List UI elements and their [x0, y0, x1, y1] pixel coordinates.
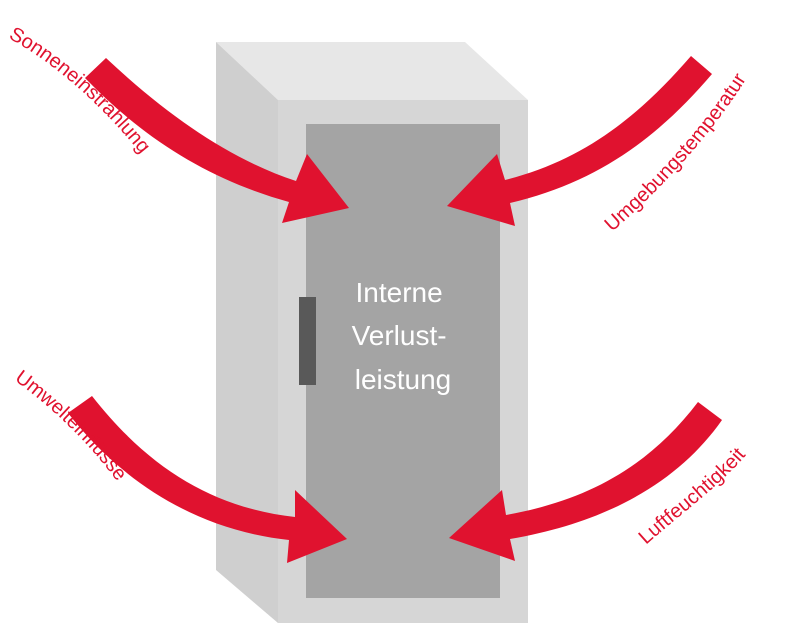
arrows — [68, 56, 722, 563]
arrow-top-left — [85, 58, 349, 223]
center-label: Interne Verlust- leistung — [352, 277, 455, 395]
cabinet-top — [216, 42, 528, 100]
door-handle — [299, 297, 316, 385]
arrow-bottom-right — [449, 402, 722, 561]
arrow-bottom-left — [68, 396, 347, 563]
center-label-line-3: leistung — [355, 364, 452, 395]
arrow-top-right — [447, 56, 712, 226]
center-label-line-2: Verlust- — [352, 320, 447, 351]
center-label-line-1: Interne — [356, 277, 443, 308]
